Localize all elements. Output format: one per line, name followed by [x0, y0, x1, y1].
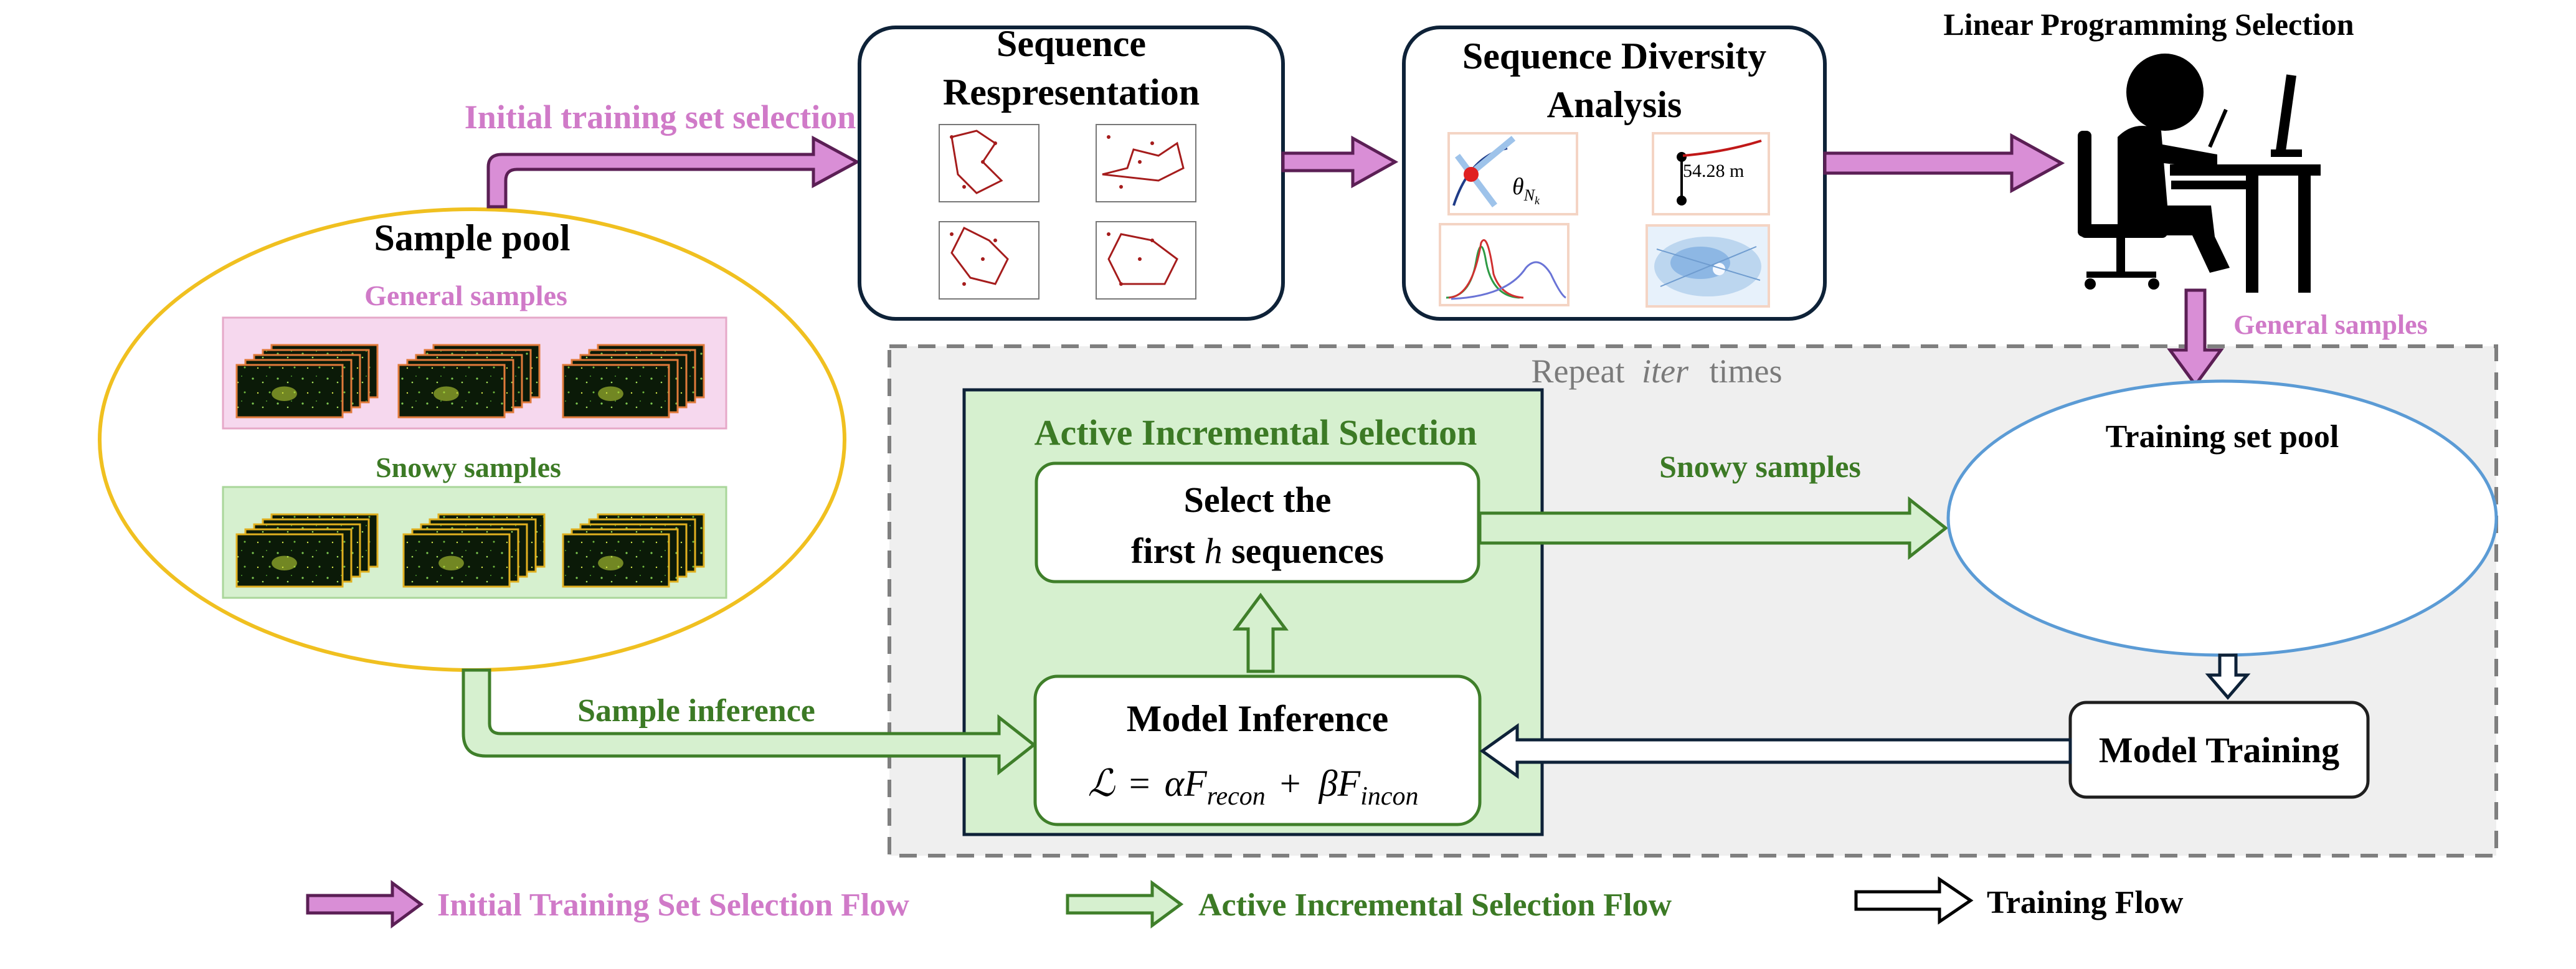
svg-text:θNk: θNk: [1512, 174, 1540, 207]
general-samples-label: General samples: [364, 280, 567, 311]
sequence-diversity-title-1: Sequence Diversity: [1462, 35, 1766, 77]
lidar-stack-general-3: [562, 344, 705, 418]
legend-training-label: Training Flow: [1987, 885, 2184, 920]
sequence-representation-title-1: Sequence: [997, 23, 1146, 64]
initial-selection-label: Initial training set selection: [465, 98, 856, 136]
sequence-representation-title-2: Respresentation: [943, 72, 1200, 113]
inference-to-select-arrow: [1233, 592, 1289, 673]
model-inference-box: [1033, 674, 1482, 826]
general-samples-down-arrow: [2167, 288, 2224, 388]
general-samples-arrow-label: General samples: [2233, 310, 2428, 340]
sample-inference-label: Sample inference: [577, 693, 815, 729]
legend-active-arrow: [1066, 880, 1184, 929]
map-thumbnail: [1646, 224, 1770, 308]
person-at-desk-icon: [2078, 54, 2321, 293]
select-first-h-line1: Select the: [1184, 480, 1332, 520]
lidar-stack-snowy-2: [402, 513, 546, 588]
training-to-inference-arrow: [1479, 723, 2072, 779]
sample-inference-arrow: [462, 668, 1037, 776]
legend-initial-label: Initial Training Set Selection Flow: [437, 887, 909, 923]
initial-selection-arrow: [486, 135, 861, 209]
trajectory-thumbnail-4: [1096, 221, 1196, 300]
legend-training-arrow: [1854, 876, 1974, 925]
distance-thumbnail: 54.28 m: [1652, 132, 1770, 215]
active-incremental-title: Active Incremental Selection: [1035, 412, 1477, 453]
sr-to-sd-arrow: [1281, 135, 1399, 189]
repeat-label: Repeat iter times: [1532, 352, 1783, 390]
loss-formula: ℒ = αFrecon + βFincon: [1088, 763, 1419, 813]
sequence-diversity-title-2: Analysis: [1547, 84, 1682, 125]
lidar-stack-general-2: [397, 344, 541, 418]
trajectory-thumbnails: [939, 124, 1196, 300]
model-training-title: Model Training: [2099, 730, 2339, 770]
angle-thumbnail: θNk: [1447, 132, 1578, 215]
snowy-samples-arrow-label: Snowy samples: [1659, 449, 1861, 484]
model-inference-title: Model Inference: [1127, 698, 1388, 739]
legend-initial-arrow: [306, 880, 424, 929]
linear-programming-title: Linear Programming Selection: [1943, 7, 2354, 42]
sample-pool-title: Sample pool: [374, 217, 570, 258]
trajectory-thumbnail-3: [939, 221, 1039, 300]
trajectory-thumbnail-2: [1096, 124, 1196, 202]
training-set-pool-title: Training set pool: [2106, 419, 2339, 455]
snowy-samples-arrow: [1478, 496, 1949, 560]
legend-active-label: Active Incremental Selection Flow: [1198, 887, 1672, 923]
distance-label: 54.28 m: [1683, 161, 1744, 181]
select-first-h-line2: first h sequences: [1131, 531, 1384, 571]
trajectory-thumbnail-1: [939, 124, 1039, 202]
lidar-stack-snowy-3: [562, 513, 705, 588]
sd-to-lp-arrow: [1823, 133, 2065, 194]
lidar-stack-snowy-1: [235, 513, 379, 588]
pool-to-training-arrow: [2205, 653, 2251, 700]
sample-pool: [98, 207, 846, 672]
distribution-thumbnail: [1439, 223, 1570, 306]
lidar-stack-general-1: [235, 344, 379, 418]
snowy-samples-label: Snowy samples: [376, 451, 561, 483]
